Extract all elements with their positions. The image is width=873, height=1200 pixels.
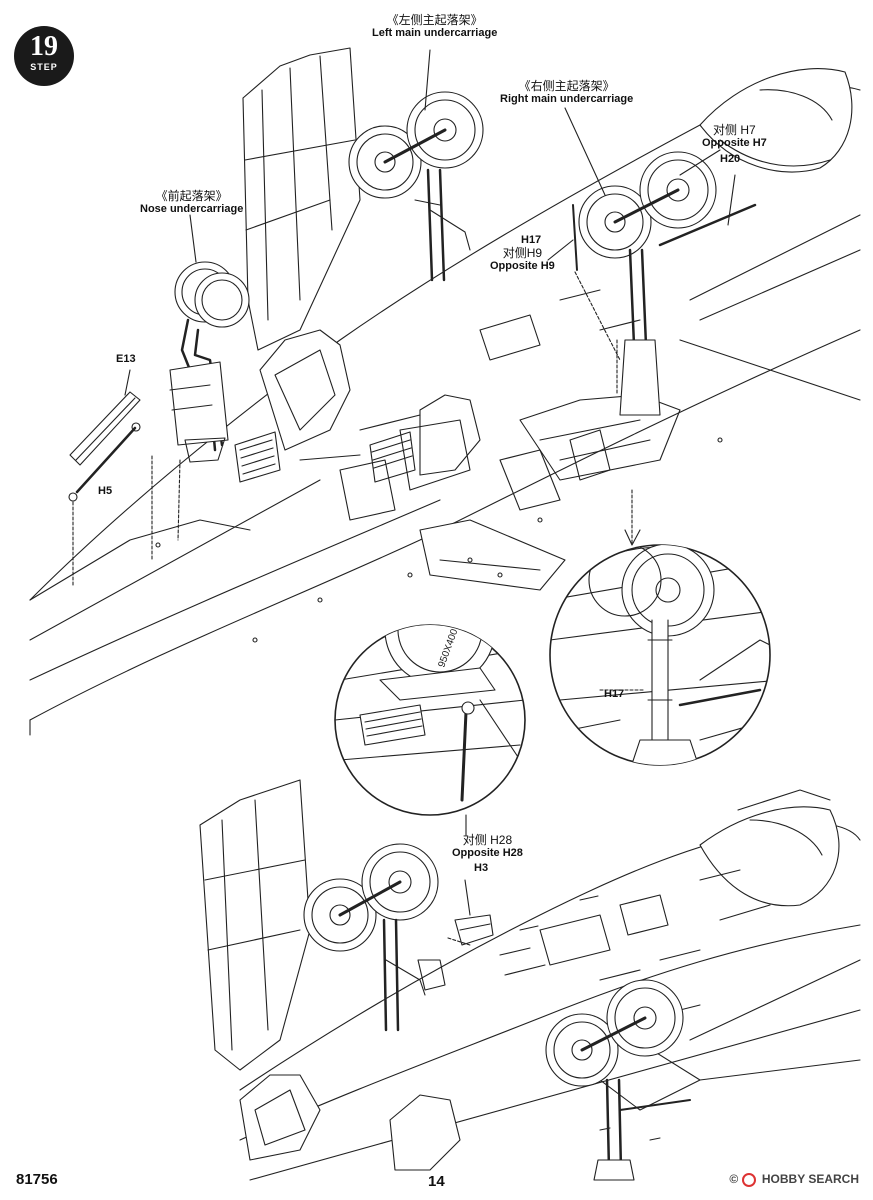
left-main-gear-top: [348, 91, 484, 282]
watermark-brand: HOBBY SEARCH: [761, 1172, 859, 1187]
right-main-label: 《右侧主起落架》 Right main undercarriage: [500, 80, 633, 106]
opposite-h9-en: Opposite H9: [490, 260, 555, 272]
right-main-label-en: Right main undercarriage: [500, 93, 634, 105]
opposite-h28-en: Opposite H28: [452, 847, 523, 859]
right-main-gear-top: [572, 151, 757, 416]
left-main-gear-bottom: [303, 843, 446, 1032]
opposite-h9-label: 对侧H9 Opposite H9: [490, 247, 555, 273]
part-e13: E13: [116, 353, 136, 365]
e13-door-h5-strut: [68, 391, 141, 586]
part-h17-top: H17: [521, 234, 542, 246]
hobby-search-logo-icon: [741, 1173, 756, 1187]
step-number: 19: [30, 31, 58, 62]
nose-label-zh: 《前起落架》: [155, 189, 228, 203]
opposite-h7-label: 对侧 H7 Opposite H7: [702, 124, 767, 150]
watermark: © HOBBY SEARCH: [729, 1172, 859, 1187]
right-main-gear-bottom: [545, 979, 691, 1181]
part-h17-inset: H17: [604, 688, 625, 700]
copyright-mark: ©: [729, 1172, 739, 1187]
left-main-label-zh: 《左侧主起落架》: [386, 13, 483, 27]
opposite-h28-label: 对侧 H28 Opposite H28: [452, 834, 523, 860]
lower-airframe: [199, 779, 861, 1181]
opposite-h28-zh: 对侧 H28: [462, 833, 513, 847]
nose-label-en: Nose undercarriage: [140, 203, 244, 215]
part-h20: H20: [720, 153, 741, 165]
nose-gear: [151, 261, 250, 561]
step-badge: 19 STEP: [14, 26, 74, 86]
left-main-label-en: Left main undercarriage: [372, 27, 498, 39]
right-main-label-zh: 《右侧主起落架》: [518, 79, 615, 93]
opposite-h9-zh: 对侧H9: [502, 246, 543, 260]
page-number: 14: [428, 1173, 445, 1190]
nose-label: 《前起落架》 Nose undercarriage: [140, 190, 243, 216]
left-main-label: 《左侧主起落架》 Left main undercarriage: [372, 14, 497, 40]
opposite-h7-zh: 对侧 H7: [713, 123, 756, 137]
step-word: STEP: [30, 62, 58, 72]
part-h3: H3: [474, 862, 489, 874]
kit-number: 81756: [16, 1171, 58, 1188]
h3-door: [447, 879, 494, 946]
part-h5: H5: [98, 485, 113, 497]
opposite-h7-en: Opposite H7: [702, 137, 767, 149]
